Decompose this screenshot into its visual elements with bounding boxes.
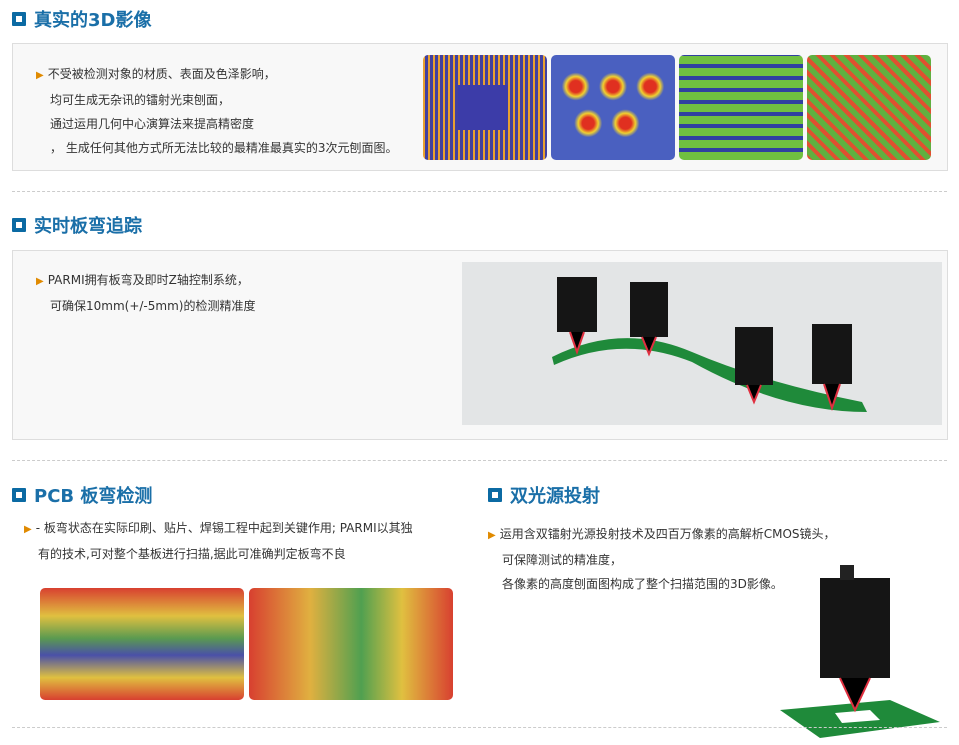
- warp-tracking-illustration: [462, 262, 942, 425]
- square-bullet-icon: [12, 488, 26, 502]
- dual-light-sensor-illustration: [780, 565, 940, 738]
- section-title-warp-tracking: 实时板弯追踪: [12, 212, 142, 238]
- section-pcb-text: ▶- 板弯状态在实际印刷、贴片、焊锡工程中起到关键作用; PARMI以其独 有的…: [24, 521, 413, 561]
- triangle-bullet-icon: ▶: [24, 524, 32, 535]
- section-title-pcb-warp: PCB 板弯检测: [12, 482, 152, 508]
- divider: [12, 191, 947, 192]
- 3d-image-pads: [679, 55, 803, 160]
- section-warp-text: ▶PARMI拥有板弯及即时Z轴控制系统， 可确保10mm(+/-5mm)的检测精…: [36, 273, 256, 313]
- section-3d-text: ▶不受被检测对象的材质、表面及色泽影响， 均可生成无杂讯的镭射光束刨面， 通过运…: [36, 67, 398, 155]
- triangle-bullet-icon: ▶: [488, 530, 496, 541]
- triangle-bullet-icon: ▶: [36, 70, 44, 81]
- section-title-dual-light: 双光源投射: [488, 482, 600, 508]
- pcb-warp-map-2: [249, 588, 453, 700]
- 3d-image-bumps: [551, 55, 675, 160]
- square-bullet-icon: [488, 488, 502, 502]
- square-bullet-icon: [12, 218, 26, 232]
- section-dual-text: ▶运用含双镭射光源投射技术及四百万像素的高解析CMOS镜头， 可保障测试的精准度…: [488, 527, 836, 591]
- square-bullet-icon: [12, 12, 26, 26]
- divider: [12, 460, 947, 461]
- pcb-warp-map-1: [40, 588, 244, 700]
- section-title-3d: 真实的3D影像: [12, 6, 151, 32]
- triangle-bullet-icon: ▶: [36, 276, 44, 287]
- divider: [12, 727, 947, 728]
- 3d-image-components: [807, 55, 931, 160]
- 3d-image-bga: [423, 55, 547, 160]
